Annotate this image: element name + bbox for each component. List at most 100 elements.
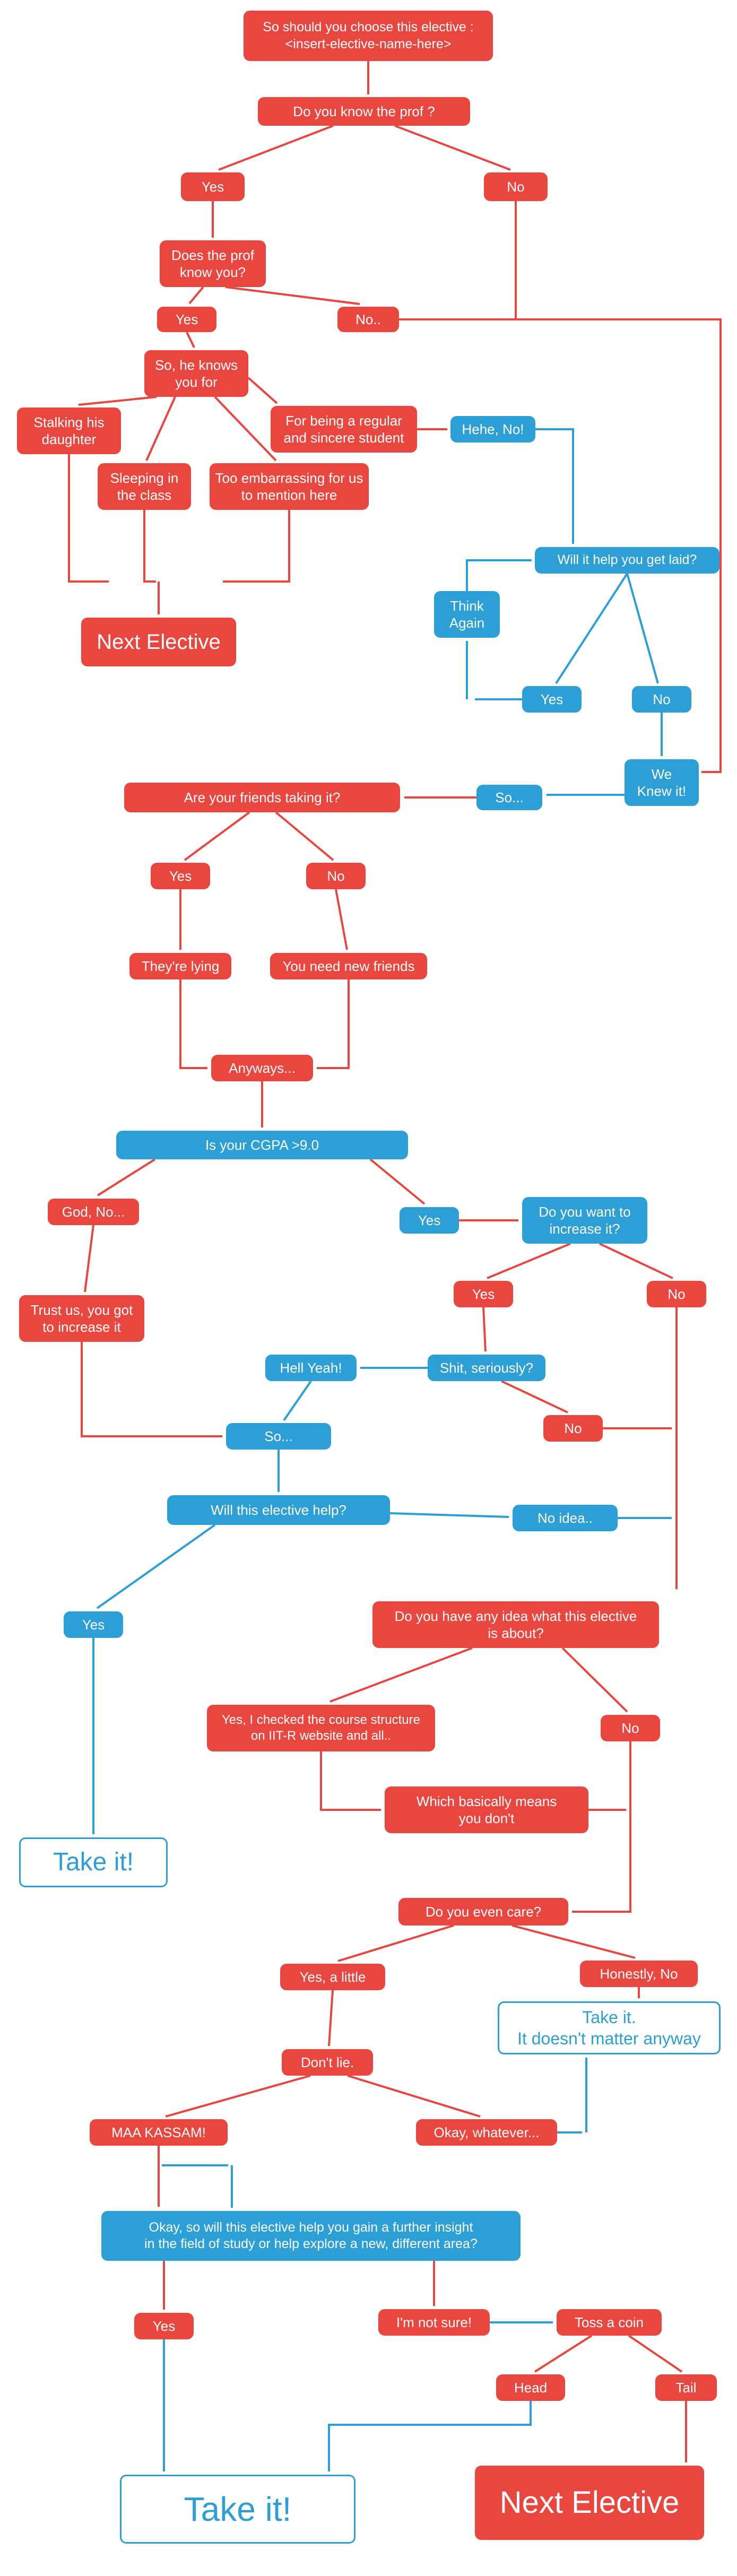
edge-shit-to-no [501,1380,568,1413]
node-insight-yes: Yes [134,2313,194,2339]
node-next-elective-1: Next Elective [81,618,236,666]
node-any-idea: Do you have any idea what this elective … [372,1601,659,1648]
edge-god-no-to-trust-us [84,1225,94,1293]
edge-no-to-new-friends [335,889,348,950]
edge-get-laid-to-yes [555,573,628,684]
node-get-laid-no: No [632,686,691,713]
node-increase-it: Do you want to increase it? [522,1197,647,1244]
node-theyre-lying: They're lying [129,953,231,979]
node-next-elective-2: Next Elective [475,2466,704,2540]
edge-knows-you-for-to-sleeping [145,396,176,461]
edge-cgpa-to-yes [369,1158,426,1205]
node-get-laid: Will it help you get laid? [535,547,719,574]
edge-friends-to-no [275,811,334,861]
edge-no-to-even-care [572,1741,631,1913]
edge-get-laid-to-no [626,573,659,684]
edge-toss-to-head [534,2335,593,2373]
node-we-knew-it: We Knew it! [625,759,699,806]
node-even-care: Do you even care? [398,1898,568,1926]
edge-toss-to-tail [628,2335,683,2373]
node-not-sure: I'm not sure! [378,2309,490,2336]
edge-even-care-to-yes-little [337,1924,454,1962]
edge-increase-to-no [599,1243,673,1279]
edge-stalking-to-next-elective [68,454,109,583]
edge-new-friends-to-anyways [317,979,350,1069]
edge-any-idea-to-no [561,1647,628,1713]
edge-increase-to-yes [487,1243,571,1279]
node-take-it-1: Take it! [19,1837,168,1887]
edge-prof-know-you-to-yes [188,286,204,305]
node-embarrassing: Too embarrassing for us to mention here [210,463,369,510]
node-toss-coin: Toss a coin [557,2309,662,2336]
node-any-idea-no: No [601,1715,660,1741]
node-honestly-no: Honestly, No [580,1961,698,1987]
edge-no-path-to-we-knew-it [516,318,722,773]
edge-sleeping-to-next-elective [143,510,156,583]
node-hell-yeah: Hell Yeah! [265,1355,357,1381]
node-maa-kassam: MAA KASSAM! [90,2119,228,2146]
node-cgpa-yes: Yes [400,1207,459,1234]
edge-think-again-to-get-laid [466,559,532,591]
node-head: Head [496,2374,565,2401]
node-elective-help: Will this elective help? [167,1495,390,1525]
node-get-laid-yes: Yes [522,686,582,713]
node-regular-student: For being a regular and sincere student [271,406,417,453]
node-knows-you-for: So, he knows you for [144,350,248,397]
edge-yes-little-to-dont-lie [328,1990,334,2046]
node-prof-know-you: Does the prof know you? [160,240,266,287]
node-hehe-no: Hehe, No! [450,416,535,443]
edge-cgpa-to-god-no [97,1158,156,1196]
node-so-1: So... [476,785,542,810]
node-title: So should you choose this elective : <in… [244,11,493,61]
edge-knows-you-for-to-regular [247,377,278,404]
node-friends-no: No [306,863,366,889]
node-increase-yes: Yes [454,1281,513,1307]
edge-know-prof-to-yes [218,125,334,171]
node-no-idea: No idea.. [513,1505,618,1531]
edge-any-idea-to-checked [330,1647,473,1703]
edge-head-to-take-it-3 [328,2401,532,2471]
edge-knows-you-for-to-embarrassing [214,396,277,462]
node-take-it-2: Take it. It doesn't matter anyway [498,2001,721,2054]
node-so-2: So... [226,1423,331,1450]
edge-yes-to-shit-seriously [482,1307,487,1352]
edge-dont-lie-to-maa-kassam [165,2075,311,2118]
node-anyways: Anyways... [211,1055,313,1081]
edge-embarrassing-to-next-elective [223,510,290,583]
edge-friends-to-yes [184,811,250,861]
node-know-prof-yes: Yes [181,172,245,201]
node-know-prof-no: No [484,172,548,201]
edge-prof-know-you-to-no [225,286,360,305]
node-okay-whatever: Okay, whatever... [416,2119,557,2146]
edge-dont-lie-to-okay-whatever [347,2075,481,2118]
edge-knows-you-for-to-stalking [78,396,157,406]
edge-know-prof-to-no [394,125,511,171]
node-prof-know-you-yes: Yes [157,307,216,332]
edge-even-care-to-honestly-no [511,1924,636,1959]
node-new-friends: You need new friends [270,953,427,979]
edge-checked-to-basically [320,1751,381,1811]
node-yes-little: Yes, a little [280,1964,385,1990]
edge-hell-yeah-to-so [283,1380,312,1421]
node-think-again: Think Again [434,591,500,638]
edge-trust-us-to-so [81,1342,222,1437]
node-god-no: God, No... [48,1199,139,1225]
node-increase-no: No [647,1281,706,1307]
node-basically: Which basically means you don't [385,1786,588,1833]
node-help-yes: Yes [64,1611,123,1638]
node-insight: Okay, so will this elective help you gai… [101,2211,521,2261]
edge-elective-help-to-no-idea [389,1512,509,1518]
node-stalking: Stalking his daughter [17,407,121,454]
node-dont-lie: Don't lie. [282,2049,373,2076]
node-shit-seriously: Shit, seriously? [428,1355,545,1381]
edge-hehe-no-to-get-laid [535,428,574,544]
node-sleeping: Sleeping in the class [98,463,191,510]
edge-lying-to-anyways [179,979,207,1069]
edge-yes-to-knows-you-for [186,332,195,348]
node-cgpa: Is your CGPA >9.0 [116,1131,408,1159]
node-trust-us: Trust us, you got to increase it [19,1295,144,1342]
node-friends-yes: Yes [151,863,210,889]
node-take-it-3: Take it! [120,2475,356,2544]
